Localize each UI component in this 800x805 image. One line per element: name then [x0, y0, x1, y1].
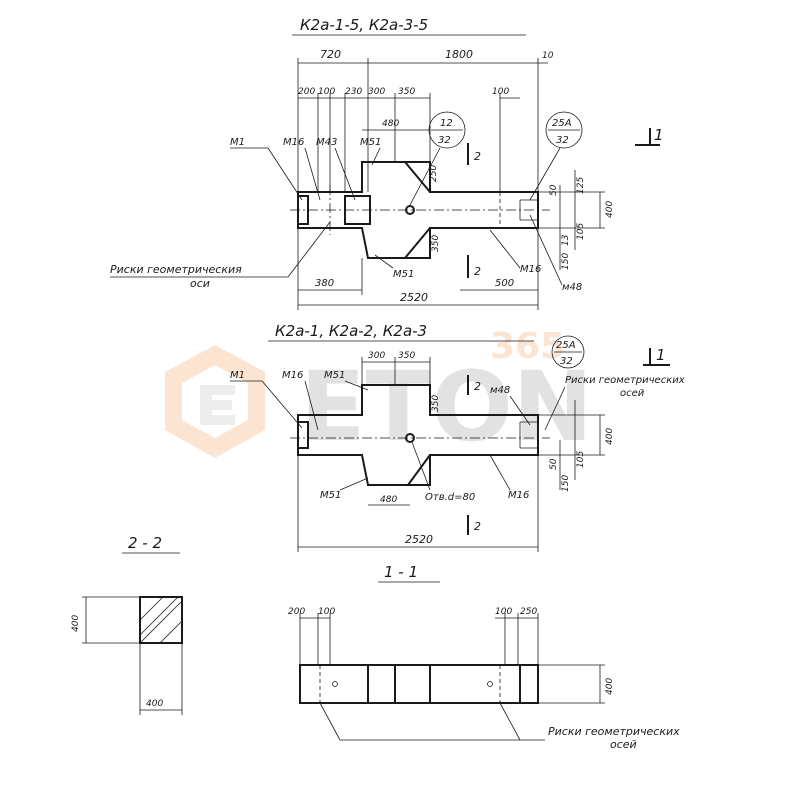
mid-plan-view: 300 350 350 480 2520 400 105 50 150 М1 М…	[230, 335, 685, 552]
dim-top-230: 230	[345, 87, 362, 97]
dim-top-125: 125	[576, 177, 586, 194]
balloon-a-bottom: 32	[438, 135, 451, 146]
section-mark-top-1: 1	[654, 126, 664, 144]
section-11-outline	[299, 664, 539, 704]
dim-top-10: 10	[542, 51, 554, 61]
balloon-mid-bottom: 32	[560, 356, 573, 367]
top-plan-view: 720 1800 10 200 100 230 300 350 100 480 …	[110, 48, 664, 310]
dim-top-2520: 2520	[400, 291, 428, 304]
balloon-b-top: 25А	[552, 118, 572, 129]
leader-top-risks: Риски геометрическия	[110, 263, 242, 276]
dim-mid-2520: 2520	[405, 533, 433, 546]
leader-mid-m51b: М51	[320, 490, 341, 501]
section-mark-top-2b: 2	[474, 265, 481, 278]
section-11-view: 200 100 100 250 400 Риски геометрических…	[288, 607, 680, 751]
dim-top-480: 480	[382, 119, 399, 129]
balloon-mid-top: 25А	[556, 340, 576, 351]
leader-top-m16: М16	[283, 137, 304, 148]
leader-mid-m16b: М16	[508, 490, 529, 501]
dim-top-50: 50	[549, 184, 559, 196]
dim-11-250: 250	[520, 607, 537, 617]
dim-top-100r: 100	[492, 87, 509, 97]
dim-11-100r: 100	[495, 607, 512, 617]
dim-22-400v: 400	[71, 615, 81, 632]
dim-mid-480: 480	[380, 495, 397, 505]
dim-top-100: 100	[318, 87, 335, 97]
leader-11-risks: Риски геометрических	[548, 725, 680, 738]
dim-top-300: 300	[368, 87, 385, 97]
leader-top-m51b: М51	[393, 269, 414, 280]
leader-mid-risks: Риски геометрических	[565, 375, 685, 386]
dim-mid-400: 400	[605, 428, 615, 445]
section-mark-top-2a: 2	[474, 150, 481, 163]
watermark-text: ETON	[300, 351, 593, 463]
balloon-b	[545, 111, 583, 149]
dim-top-1800: 1800	[445, 48, 473, 61]
balloon-a	[428, 111, 466, 149]
leader-mid-m1: М1	[230, 370, 245, 381]
dim-top-500: 500	[495, 278, 514, 289]
leader-mid-risks-2: осей	[620, 388, 645, 399]
section-11-title: 1 - 1	[384, 563, 418, 581]
leader-top-m1: М1	[230, 137, 245, 148]
dim-top-720: 720	[320, 48, 341, 61]
section-mark-mid-2b: 2	[474, 520, 481, 533]
dim-top-350: 350	[398, 87, 415, 97]
dim-top-400: 400	[605, 201, 615, 218]
leader-top-m51: М51	[360, 137, 381, 148]
dim-top-250: 250	[429, 165, 439, 182]
leader-top-m43: М43	[316, 137, 337, 148]
dim-top-200: 200	[298, 87, 315, 97]
mid-m1-plate	[297, 421, 309, 449]
dim-top-13: 13	[561, 234, 571, 246]
leader-top-risks-2: оси	[190, 277, 210, 290]
dim-top-380: 380	[315, 278, 334, 289]
leader-mid-hole: Отв.d=80	[425, 492, 475, 503]
dim-mid-350v: 350	[431, 395, 441, 412]
section-mark-mid-1: 1	[656, 346, 666, 364]
section-22-title: 2 - 2	[128, 534, 162, 552]
watermark: ETON 365	[165, 326, 593, 463]
dim-mid-150: 150	[561, 475, 571, 492]
watermark-sub: 365	[490, 326, 565, 367]
section-mark-mid-2a: 2	[474, 380, 481, 393]
dim-mid-50: 50	[549, 458, 559, 470]
dim-mid-300: 300	[368, 351, 385, 361]
balloon-b-bottom: 32	[556, 135, 569, 146]
dim-11-200: 200	[288, 607, 305, 617]
dim-mid-350: 350	[398, 351, 415, 361]
dim-22-400h: 400	[146, 699, 163, 709]
dim-11-100: 100	[318, 607, 335, 617]
leader-mid-m51: М51	[324, 370, 345, 381]
dim-11-400: 400	[605, 678, 615, 695]
leader-mid-m48: м48	[490, 385, 510, 396]
balloon-a-top: 12	[440, 118, 453, 129]
leader-top-m16b: М16	[520, 264, 541, 275]
balloon-mid	[551, 335, 585, 369]
dim-mid-105: 105	[576, 451, 586, 468]
leader-11-risks-2: осей	[610, 738, 637, 751]
leader-mid-m16: М16	[282, 370, 303, 381]
dim-top-105: 105	[576, 223, 586, 240]
top-title: К2а-1-5, К2а-3-5	[300, 16, 428, 34]
dim-top-150: 150	[561, 253, 571, 270]
section-22-view: 400 400	[71, 596, 183, 715]
leader-top-m48: м48	[562, 282, 582, 293]
section-22-outline	[139, 596, 183, 644]
mid-title: К2а-1, К2а-2, К2а-3	[275, 322, 427, 340]
dim-top-350v: 350	[431, 235, 441, 252]
